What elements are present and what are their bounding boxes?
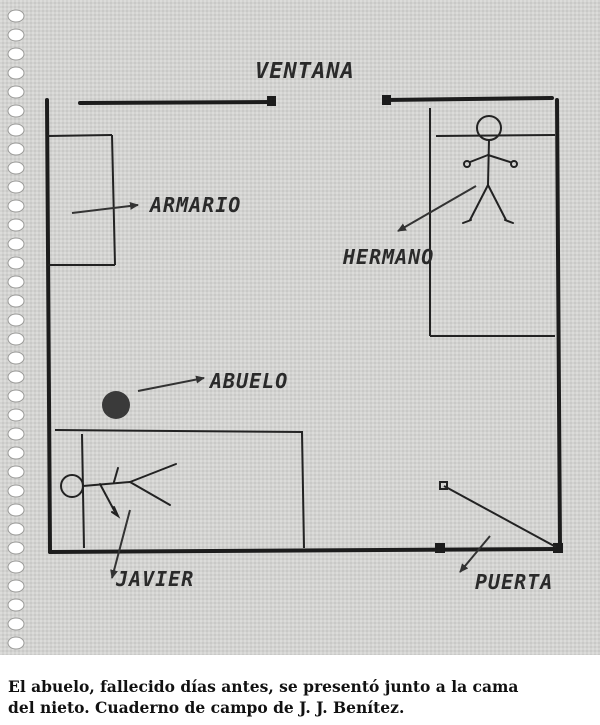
spiral-hole (7, 313, 25, 327)
spiral-hole (7, 465, 25, 479)
spiral-hole (7, 598, 25, 612)
spiral-hole (7, 522, 25, 536)
spiral-hole (7, 237, 25, 251)
spiral-hole (7, 47, 25, 61)
spiral-hole (7, 427, 25, 441)
caption-line-1: El abuelo, fallecido días antes, se pres… (8, 677, 519, 696)
spiral-binding (7, 9, 25, 650)
window-label: VENTANA (255, 59, 355, 84)
door-hinge-left (435, 543, 445, 553)
spiral-hole (7, 389, 25, 403)
spiral-hole (7, 104, 25, 118)
spiral-hole (7, 351, 25, 365)
spiral-hole (7, 370, 25, 384)
window-post-left (267, 96, 276, 106)
grandfather-label: ABUELO (208, 369, 288, 393)
caption-line-2: del nieto. Cuaderno de campo de J. J. Be… (8, 698, 405, 717)
javier-label: JAVIER (115, 567, 194, 591)
spiral-hole (7, 66, 25, 80)
door-arrow (459, 535, 491, 573)
grandfather-marker (102, 391, 130, 419)
spiral-hole (7, 446, 25, 460)
spiral-hole (7, 541, 25, 555)
spiral-hole (7, 180, 25, 194)
spiral-hole (7, 636, 25, 650)
spiral-hole (7, 408, 25, 422)
spiral-hole (7, 332, 25, 346)
spiral-hole (7, 161, 25, 175)
spiral-hole (7, 560, 25, 574)
spiral-hole (7, 617, 25, 631)
javier-figure (60, 463, 177, 519)
brother-figure (462, 115, 518, 224)
spiral-hole (7, 579, 25, 593)
spiral-hole (7, 294, 25, 308)
room-walls (45, 98, 562, 554)
spiral-hole (7, 484, 25, 498)
spiral-hole (7, 9, 25, 23)
notebook-page: VENTANA ARMARIO HERMANO ABUELO JAVIER PU… (0, 0, 600, 655)
window-wall (78, 96, 554, 105)
javier-arrow (110, 509, 131, 579)
grandfather-arrow (137, 375, 205, 392)
brother-arrow (397, 185, 477, 232)
wardrobe-label: ARMARIO (148, 193, 241, 217)
window-post-right (382, 95, 391, 105)
figure-caption: El abuelo, fallecido días antes, se pres… (8, 676, 592, 718)
spiral-hole (7, 275, 25, 289)
brother-label: HERMANO (342, 245, 434, 269)
door-leaf (443, 485, 557, 548)
spiral-hole (7, 503, 25, 517)
wardrobe (47, 134, 116, 266)
spiral-hole (7, 123, 25, 137)
spiral-hole (7, 85, 25, 99)
spiral-hole (7, 142, 25, 156)
spiral-hole (7, 28, 25, 42)
spiral-hole (7, 218, 25, 232)
brother-bed (429, 108, 556, 337)
door-label: PUERTA (475, 570, 553, 594)
door-handle (439, 481, 448, 490)
spiral-hole (7, 256, 25, 270)
paper-background (0, 0, 600, 655)
spiral-hole (7, 199, 25, 213)
door-hinge-right (553, 543, 563, 553)
javier-bed (54, 429, 305, 549)
wardrobe-arrow (71, 201, 139, 214)
